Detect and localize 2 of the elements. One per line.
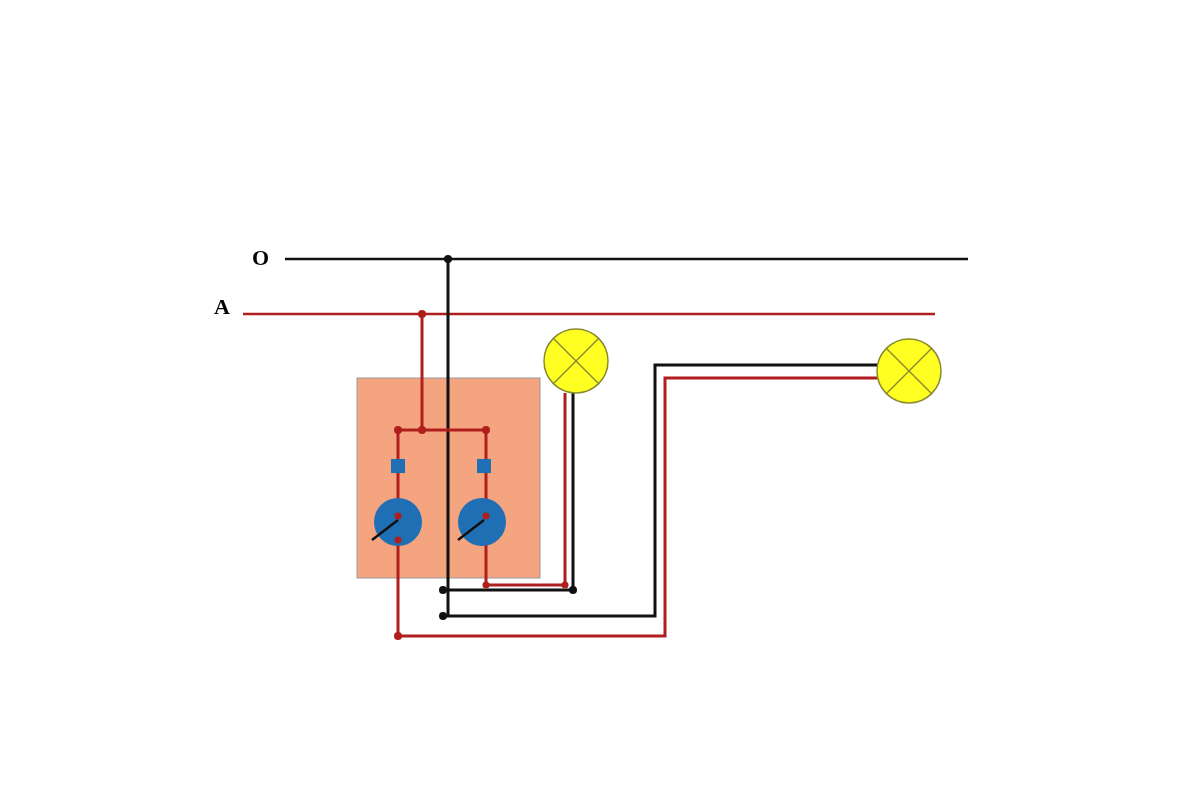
line-label: A bbox=[214, 296, 230, 318]
line-label: O bbox=[252, 247, 270, 269]
